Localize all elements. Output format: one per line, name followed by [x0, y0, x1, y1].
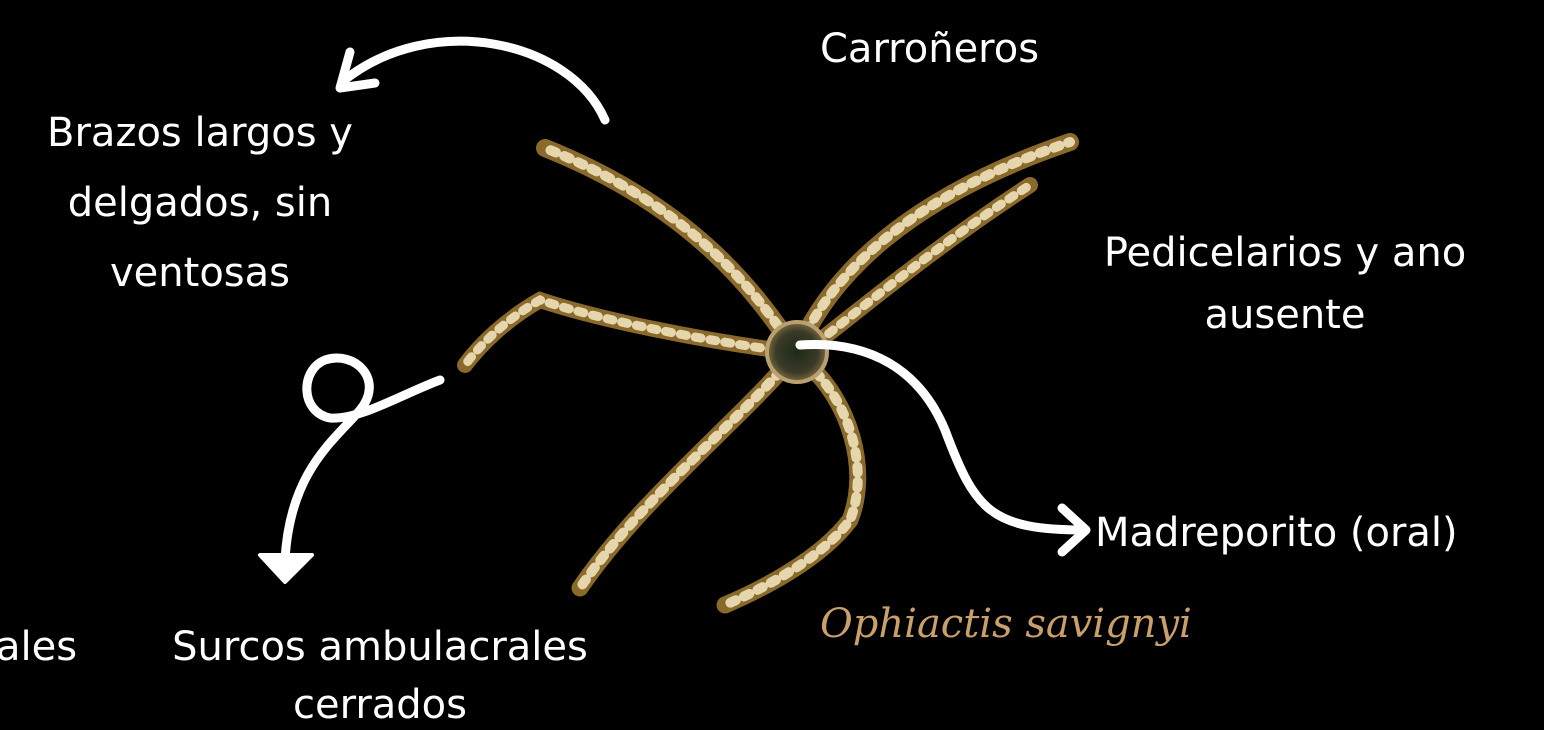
- label-scavengers: Carroñeros: [820, 24, 1039, 74]
- arrow-loop: [285, 358, 440, 560]
- label-pedicel-line1: Pedicelarios y ano: [1050, 228, 1520, 278]
- arrow-madreporite: [800, 344, 1085, 530]
- label-grooves-line1: Surcos ambulacrales: [130, 622, 630, 672]
- label-arms-line1: Brazos largos y: [0, 108, 400, 158]
- label-madreporite: Madreporito (oral): [1095, 508, 1458, 558]
- label-arms-line3: ventosas: [0, 248, 400, 298]
- annotation-arrows: [285, 41, 1086, 560]
- star-central-disc: [767, 322, 827, 382]
- arm-left: [465, 300, 790, 365]
- label-left-partial: ales: [0, 622, 77, 672]
- species-name: Ophiactis savignyi: [820, 600, 1192, 648]
- label-pedicel-line2: ausente: [1050, 290, 1520, 340]
- star-arms: [465, 142, 1070, 605]
- arrowhead-down: [260, 555, 312, 582]
- label-grooves-line2: cerrados: [130, 680, 630, 730]
- label-arms-line2: delgados, sin: [0, 178, 400, 228]
